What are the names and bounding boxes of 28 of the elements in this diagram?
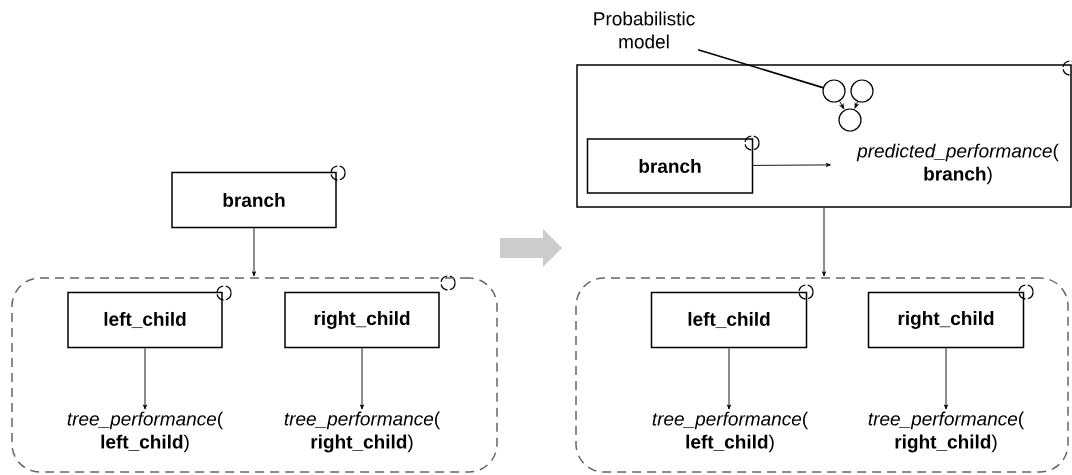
arrow bbox=[727, 347, 731, 410]
model-box bbox=[576, 64, 1072, 208]
text-label: predicted_performance( branch) bbox=[856, 143, 1059, 185]
process-box: right_child bbox=[284, 291, 440, 349]
graph-node-circle bbox=[822, 79, 846, 103]
text-label: Probabilistic model bbox=[594, 11, 695, 49]
arrow bbox=[143, 347, 147, 410]
arrow bbox=[252, 227, 256, 277]
arrow bbox=[822, 207, 826, 277]
process-box: branch bbox=[586, 138, 754, 194]
text-label: tree_performance( right_child) bbox=[868, 411, 1025, 453]
text-label: tree_performance( right_child) bbox=[284, 411, 441, 453]
arrow bbox=[360, 347, 364, 410]
arrow bbox=[752, 162, 831, 167]
graph-node-circle bbox=[838, 108, 862, 132]
arrow bbox=[854, 101, 859, 109]
process-box: left_child bbox=[67, 291, 223, 349]
dashed-group-box bbox=[575, 277, 1069, 473]
dashed-group-box bbox=[11, 277, 498, 473]
leader-line bbox=[697, 48, 824, 89]
arrow bbox=[944, 347, 948, 410]
text-label: tree_performance( left_child) bbox=[652, 411, 809, 453]
arrow bbox=[839, 100, 845, 110]
process-box: right_child bbox=[867, 291, 1025, 349]
text-label: tree_performance( left_child) bbox=[67, 411, 224, 453]
process-box: branch bbox=[171, 171, 337, 229]
process-box: left_child bbox=[650, 291, 808, 349]
graph-node-circle bbox=[850, 79, 874, 103]
